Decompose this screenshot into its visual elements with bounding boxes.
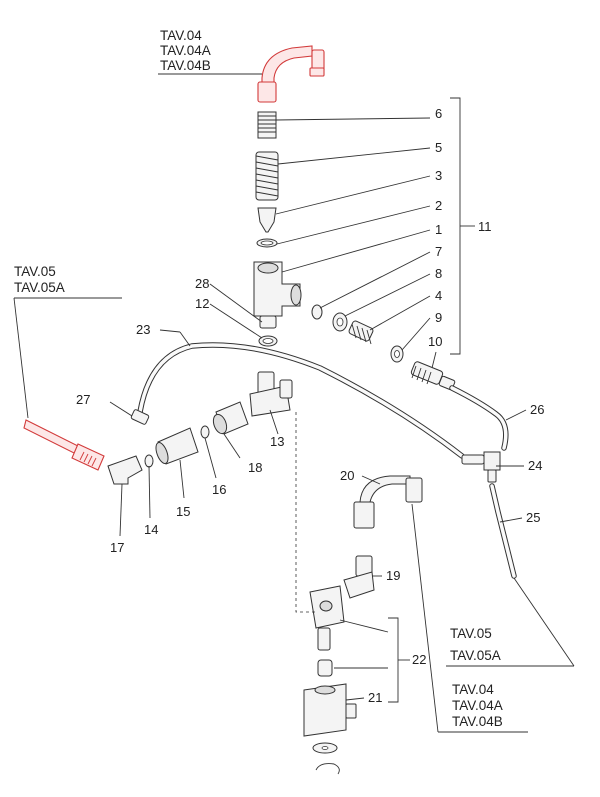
part-9-gasket[interactable] xyxy=(390,345,404,363)
callout-28[interactable]: 28 xyxy=(195,276,209,291)
callout-23[interactable]: 23 xyxy=(136,322,150,337)
bracket-11 xyxy=(450,97,475,355)
part-12-o-ring[interactable] xyxy=(258,335,278,347)
ref-tav04-bottom-line1: TAV.04 xyxy=(452,682,494,697)
ref-tav04-top[interactable]: TAV.04 TAV.04A TAV.04B xyxy=(158,28,262,75)
part-26-hose[interactable] xyxy=(449,385,509,451)
ref-tav04-top-line1: TAV.04 xyxy=(160,28,202,43)
callout-5[interactable]: 5 xyxy=(435,140,442,155)
callout-20[interactable]: 20 xyxy=(340,468,354,483)
leader-lines xyxy=(13,117,575,733)
callout-27[interactable]: 27 xyxy=(76,392,90,407)
part-19-elbow[interactable] xyxy=(343,555,375,599)
part-21-coil[interactable] xyxy=(303,683,357,737)
callout-numbers: 6 5 3 2 1 7 8 4 9 10 11 28 12 23 27 13 1… xyxy=(76,106,544,705)
part-15-valve[interactable] xyxy=(154,427,199,465)
callout-3[interactable]: 3 xyxy=(435,168,442,183)
solenoid-valve-body[interactable] xyxy=(309,585,345,651)
callout-12[interactable]: 12 xyxy=(195,296,209,311)
ref-tav05-right-line1: TAV.05 xyxy=(450,626,492,641)
part-25-hose[interactable] xyxy=(489,483,517,579)
part-14-o-ring[interactable] xyxy=(144,454,154,468)
part-5-spring[interactable] xyxy=(255,151,279,201)
part-23-hose[interactable] xyxy=(137,342,465,459)
ref-tav05-right-line2: TAV.05A xyxy=(450,648,501,663)
ref-tav05-left[interactable]: TAV.05 TAV.05A xyxy=(14,264,65,295)
ref-tav04-top-line2: TAV.04A xyxy=(160,43,211,58)
part-27-connector[interactable] xyxy=(130,409,150,425)
callout-15[interactable]: 15 xyxy=(176,504,190,519)
callout-26[interactable]: 26 xyxy=(530,402,544,417)
callout-7[interactable]: 7 xyxy=(435,244,442,259)
callout-25[interactable]: 25 xyxy=(526,510,540,525)
part-18-nut[interactable] xyxy=(211,401,249,435)
callout-22[interactable]: 22 xyxy=(412,652,426,667)
part-28-bushing[interactable] xyxy=(259,315,277,329)
part-washer-bottom[interactable] xyxy=(312,742,338,754)
callout-21[interactable]: 21 xyxy=(368,690,382,705)
part-4-spring-small[interactable] xyxy=(348,320,374,345)
callout-2[interactable]: 2 xyxy=(435,198,442,213)
callout-18[interactable]: 18 xyxy=(248,460,262,475)
callout-10[interactable]: 10 xyxy=(428,334,442,349)
callout-11[interactable]: 11 xyxy=(478,219,492,234)
part-1-valve-body[interactable] xyxy=(253,261,302,317)
ref-tav04-bottom-line2: TAV.04A xyxy=(452,698,503,713)
callout-17[interactable]: 17 xyxy=(110,540,124,555)
part-8-nut[interactable] xyxy=(332,312,348,332)
part-3-valve-pin[interactable] xyxy=(257,207,277,233)
part-16-washer[interactable] xyxy=(200,425,210,439)
ref-tav04-top-line3: TAV.04B xyxy=(160,58,211,73)
callout-8[interactable]: 8 xyxy=(435,266,442,281)
callout-24[interactable]: 24 xyxy=(528,458,542,473)
callout-14[interactable]: 14 xyxy=(144,522,158,537)
part-plunger[interactable] xyxy=(317,659,333,677)
part-13-tee-fitting[interactable] xyxy=(249,371,293,417)
callout-4[interactable]: 4 xyxy=(435,288,442,303)
part-2-o-ring[interactable] xyxy=(256,238,278,248)
part-24-tee[interactable] xyxy=(461,451,501,483)
callout-13[interactable]: 13 xyxy=(270,434,284,449)
callout-1[interactable]: 1 xyxy=(435,222,442,237)
ref-tav04-bottom[interactable]: TAV.04 TAV.04A TAV.04B xyxy=(452,682,503,729)
ref-tav04-bottom-line3: TAV.04B xyxy=(452,714,503,729)
part-clip-bottom[interactable] xyxy=(315,763,340,775)
part-7-washer[interactable] xyxy=(311,304,323,320)
part-17-elbow[interactable] xyxy=(107,455,143,485)
part-20-pipe[interactable] xyxy=(353,475,423,529)
callout-16[interactable]: 16 xyxy=(212,482,226,497)
part-6-nipple[interactable] xyxy=(257,111,277,139)
highlighted-pipe-tav04 xyxy=(257,45,325,103)
callout-19[interactable]: 19 xyxy=(386,568,400,583)
bracket-22 xyxy=(388,617,410,703)
callout-9[interactable]: 9 xyxy=(435,310,442,325)
ref-tav05-right[interactable]: TAV.05 TAV.05A xyxy=(450,626,501,663)
ref-tav05-left-line1: TAV.05 xyxy=(14,264,56,279)
callout-6[interactable]: 6 xyxy=(435,106,442,121)
ref-tav05-left-line2: TAV.05A xyxy=(14,280,65,295)
highlighted-pipe-tav05 xyxy=(23,419,105,471)
